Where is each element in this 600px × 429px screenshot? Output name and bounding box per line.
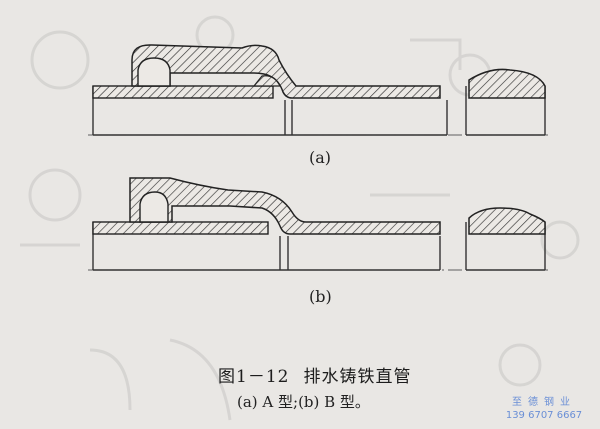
pipe-type-b bbox=[88, 177, 548, 271]
watermark-company: 至德钢业 bbox=[512, 397, 576, 408]
pipe-b-right-stub bbox=[468, 207, 546, 235]
subfigure-label-b: (b) bbox=[309, 287, 332, 306]
figure-subcaption: (a) A 型;(b) B 型。 bbox=[237, 393, 370, 411]
watermark: 至德钢业 139 6707 6667 bbox=[494, 393, 594, 421]
pipe-a-right-stub bbox=[468, 68, 546, 99]
figure-caption: 图1－12 排水铸铁直管 bbox=[218, 362, 411, 387]
pipe-a-spigot-wall bbox=[92, 85, 274, 99]
watermark-phone: 139 6707 6667 bbox=[505, 410, 583, 421]
pipe-b-spigot-wall bbox=[92, 221, 269, 235]
subfigure-label-a: (a) bbox=[309, 148, 332, 167]
figure-title: 排水铸铁直管 bbox=[303, 367, 412, 387]
pipe-b-hub bbox=[129, 177, 441, 235]
pipe-type-a bbox=[88, 44, 548, 136]
figure-number: 图1－12 bbox=[218, 367, 290, 387]
background-ghost-art bbox=[20, 15, 580, 421]
